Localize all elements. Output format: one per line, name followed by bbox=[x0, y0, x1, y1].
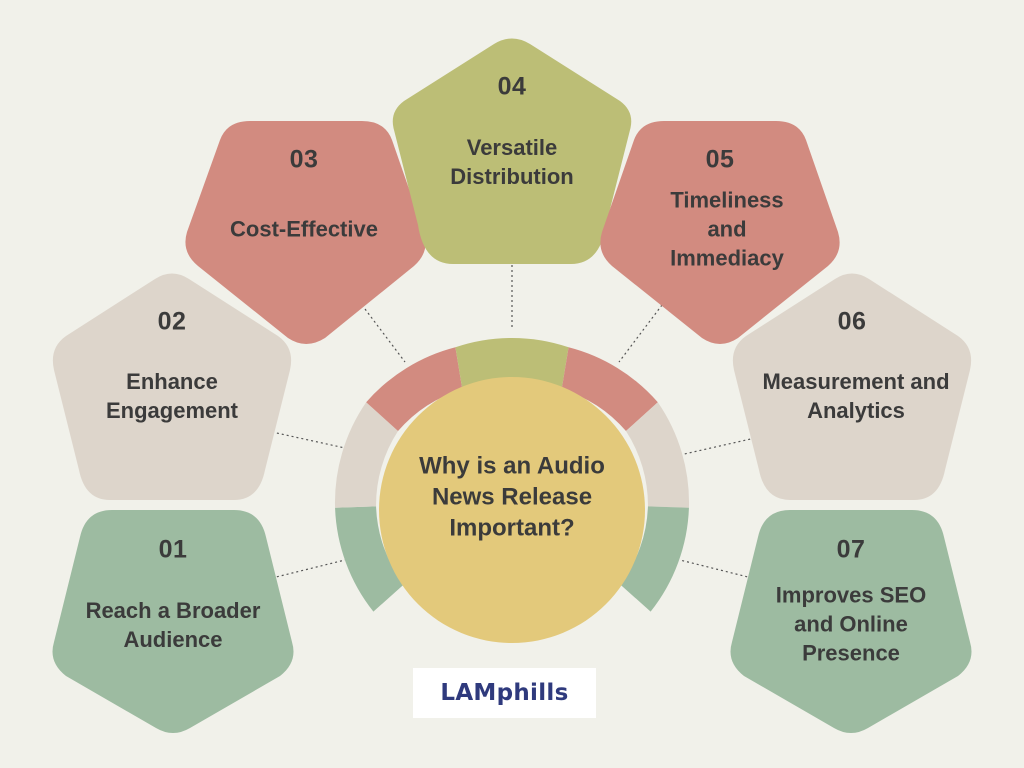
connector-02 bbox=[271, 431, 346, 449]
item-05-text: Timeliness and Immediacy bbox=[670, 187, 784, 271]
connector-05 bbox=[618, 304, 663, 363]
center-circle bbox=[379, 377, 645, 643]
segment-ring bbox=[334, 337, 690, 612]
ring-segment-02 bbox=[334, 402, 399, 508]
item-04-text: Versatile Distribution bbox=[450, 135, 574, 189]
item-shapes bbox=[52, 38, 972, 733]
connector-01 bbox=[271, 559, 346, 579]
item-06-number: 06 bbox=[837, 307, 867, 336]
connector-07 bbox=[679, 559, 753, 579]
pentagon-07 bbox=[730, 510, 972, 733]
ring-segment-06 bbox=[625, 402, 690, 508]
item-05-number: 05 bbox=[705, 145, 735, 174]
pentagon-03 bbox=[185, 121, 426, 344]
item-04-number: 04 bbox=[497, 72, 527, 101]
item-07-number: 07 bbox=[836, 535, 866, 564]
pentagon-04 bbox=[392, 38, 632, 264]
item-03-text: Cost-Effective bbox=[230, 216, 378, 242]
item-02-number: 02 bbox=[157, 307, 187, 336]
item-06-text: Measurement and Analytics bbox=[762, 369, 950, 423]
item-07-text: Improves SEO and Online Presence bbox=[775, 582, 927, 666]
company-logo: LAMphills bbox=[413, 668, 596, 718]
connector-lines bbox=[271, 265, 756, 579]
ring-segment-01 bbox=[335, 506, 404, 612]
connector-03 bbox=[361, 304, 406, 363]
pentagon-01 bbox=[52, 510, 294, 733]
pentagon-05 bbox=[600, 121, 840, 344]
connector-06 bbox=[679, 437, 756, 456]
center-title: Why is an Audio News Release Important? bbox=[419, 452, 605, 542]
ring-segment-04 bbox=[455, 337, 569, 390]
item-01-text: Reach a Broader Audience bbox=[85, 598, 261, 652]
ring-segment-07 bbox=[620, 506, 689, 612]
ring-segment-05 bbox=[561, 347, 658, 432]
item-03-number: 03 bbox=[289, 145, 319, 174]
ring-segment-03 bbox=[366, 347, 463, 432]
pentagon-06 bbox=[732, 273, 972, 500]
item-01-number: 01 bbox=[158, 535, 188, 564]
logo-text: LAMphills bbox=[440, 680, 569, 706]
item-02-text: Enhance Engagement bbox=[105, 369, 239, 423]
pentagon-02 bbox=[52, 273, 292, 500]
